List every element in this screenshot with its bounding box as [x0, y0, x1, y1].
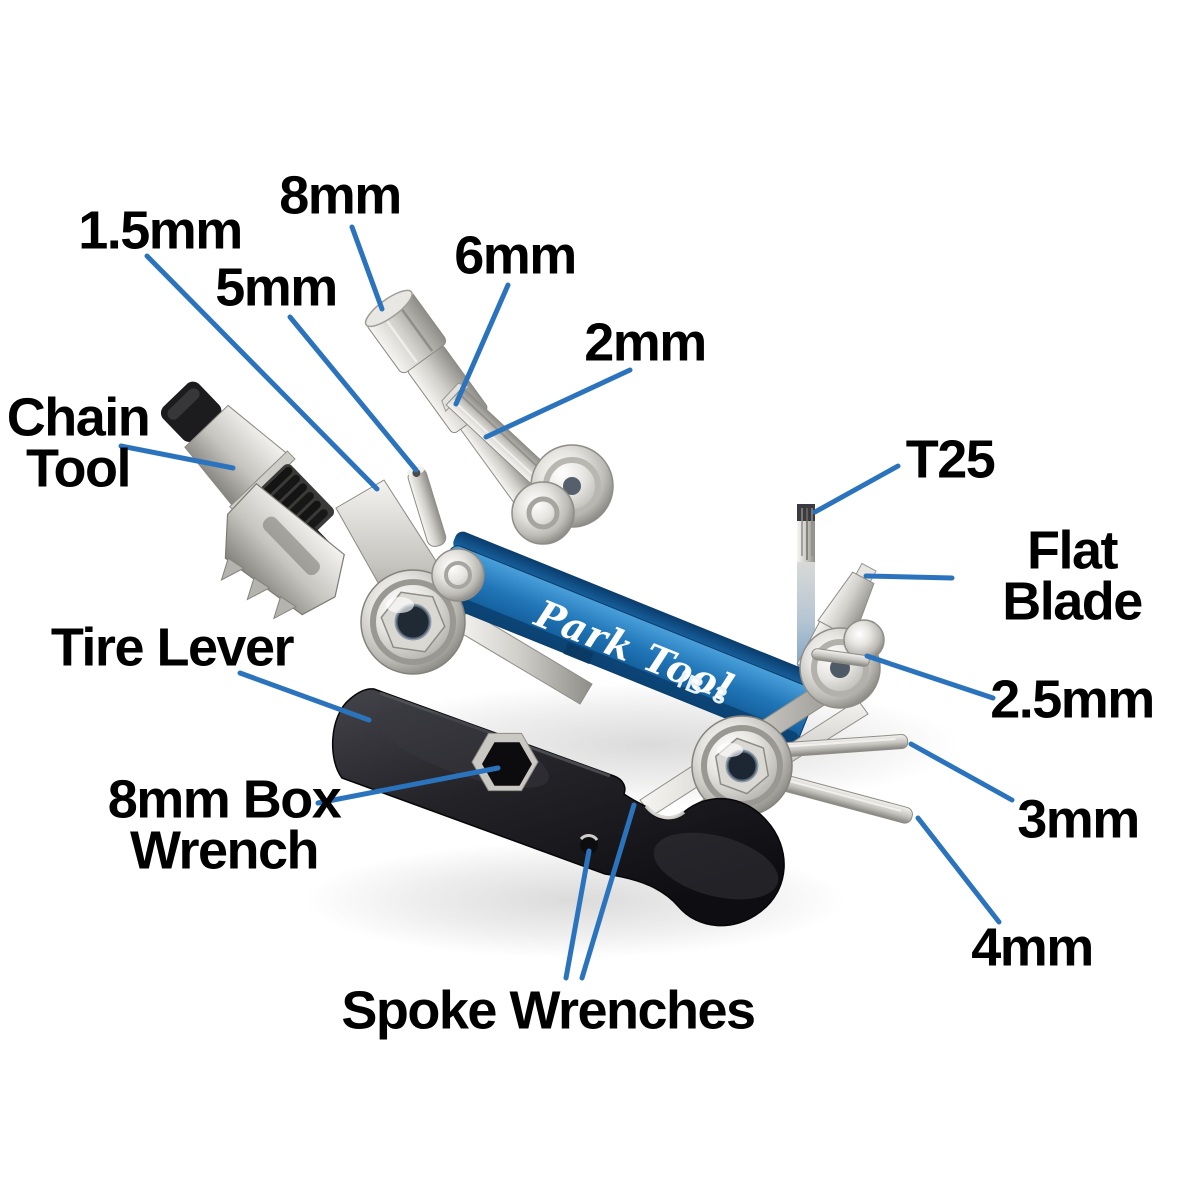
hex-wrench-2.5mm [811, 648, 870, 667]
leader-flat-blade [863, 573, 955, 581]
label-t25: T25 [905, 429, 996, 490]
leader-8mm [349, 224, 385, 312]
label-box-wrench: 8mm Box Wrench [107, 769, 342, 881]
leader-lines [118, 224, 1015, 981]
leader-5mm [287, 314, 419, 473]
label-3mm: 3mm [1017, 789, 1140, 850]
leader-2mm [483, 367, 633, 440]
leader-1.5mm [144, 253, 380, 492]
tire-lever [331, 688, 785, 927]
leader-t25 [812, 463, 901, 515]
label-2mm: 2mm [584, 312, 707, 373]
label-5mm: 5mm [215, 257, 338, 318]
label-spoke-wrenches: Spoke Wrenches [341, 980, 756, 1041]
leader-3mm [908, 741, 1015, 803]
leader-6mm [453, 282, 511, 407]
leader-4mm [915, 815, 1002, 925]
leader-box-wrench [315, 765, 501, 806]
right-pivot-bolt [691, 715, 793, 817]
label-flat-blade: Flat Blade [1002, 520, 1143, 632]
label-2.5mm: 2.5mm [990, 669, 1155, 730]
left-washer-stack [511, 444, 614, 545]
chain-tool-assembly [160, 381, 453, 637]
leader-tire-lever [237, 670, 372, 723]
label-tire-lever: Tire Lever [50, 617, 295, 678]
spoke-wrench-notch-small [579, 833, 599, 854]
leader-chain-tool [118, 443, 236, 471]
leader-spoke-a [563, 848, 592, 981]
label-4mm: 4mm [971, 917, 1094, 978]
right-washer-stack [799, 619, 885, 709]
leader-spoke-b [579, 802, 637, 981]
label-1.5mm: 1.5mm [78, 200, 243, 261]
label-8mm: 8mm [279, 165, 402, 226]
box-wrench-hex-hole [471, 732, 539, 792]
left-pivot-bolt [360, 548, 485, 675]
label-chain-tool: Chain Tool [6, 387, 151, 499]
label-6mm: 6mm [454, 225, 577, 286]
leader-2.5mm [864, 653, 996, 701]
